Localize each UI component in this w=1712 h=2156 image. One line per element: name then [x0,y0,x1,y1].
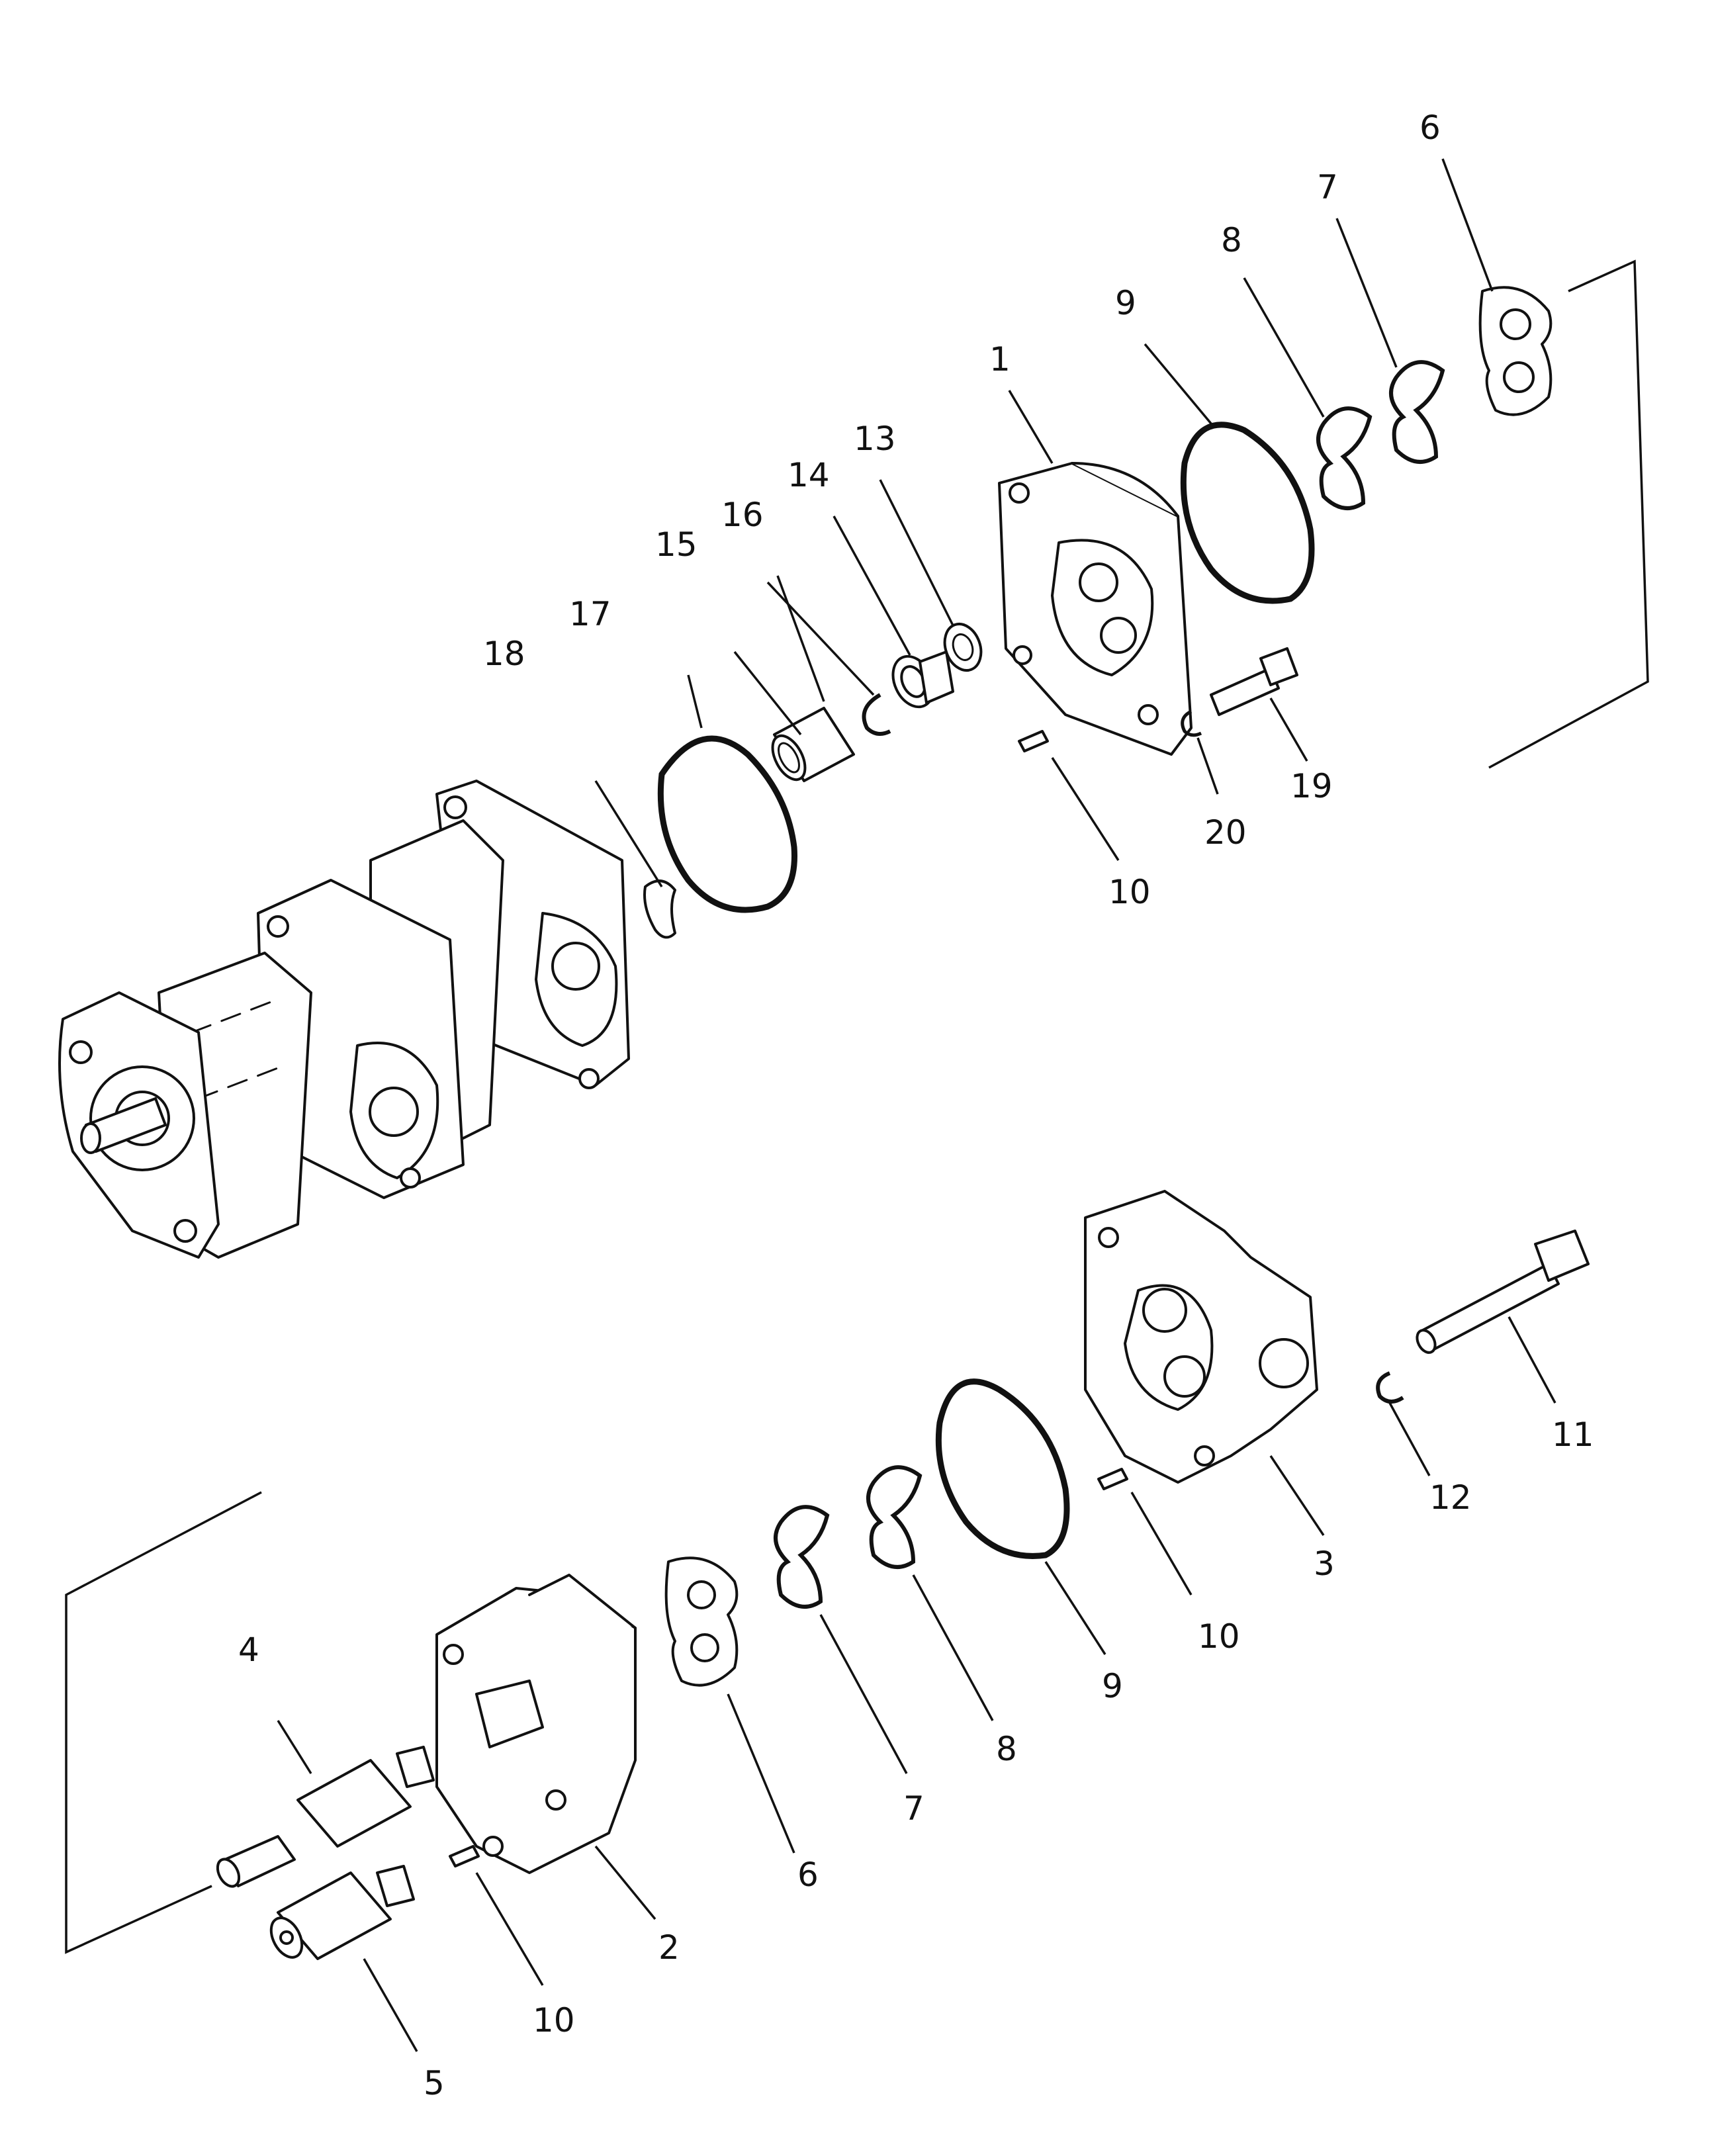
part-16-snap-ring [862,693,891,736]
label-part-7-bottom: 7 [903,1789,924,1828]
label-part-16: 16 [721,496,764,534]
label-part-4: 4 [238,1631,259,1669]
part-8-seal-bottom [866,1465,923,1569]
label-part-13: 13 [854,420,896,458]
part-4-drive-gear [216,1746,435,1888]
label-part-14: 14 [788,456,830,494]
label-part-8-bottom: 8 [996,1730,1017,1768]
part-20-snap-ring [1181,709,1202,737]
part-1-cover [998,462,1193,756]
assembly-bracket-top [1488,259,1649,769]
part-10-pin-bottom-right [1097,1468,1128,1490]
part-9-oring-bottom [935,1378,1070,1559]
part-6-plate-bottom [664,1556,739,1687]
part-5-driven-gear [269,1865,415,1960]
label-part-17: 17 [569,595,611,633]
part-11-bolt [1416,1230,1590,1354]
label-part-11: 11 [1552,1415,1594,1454]
leader-lines [277,158,1556,2052]
label-part-9-top: 9 [1115,284,1136,322]
part-labels: 1 2 3 4 5 6 6 7 7 8 8 9 9 10 10 10 11 12… [238,109,1594,2102]
part-19-bolt [1210,647,1298,716]
part-7-seal-bottom [774,1505,830,1609]
part-9-oring-top [1180,422,1315,604]
label-part-19: 19 [1290,767,1333,805]
part-10-pin-top [1018,730,1049,752]
label-part-1: 1 [989,340,1011,379]
label-part-8-top: 8 [1221,221,1242,259]
part-18-seal [643,879,676,939]
part-14-bearing [891,651,954,709]
part-10-pin-bottom-left [449,1845,480,1867]
label-part-6-top: 6 [1419,109,1441,147]
part-3-cover [1084,1190,1318,1484]
label-part-10-middle: 10 [1198,1617,1240,1656]
label-part-7-top: 7 [1317,168,1338,206]
part-8-seal-top [1316,406,1373,510]
label-part-6-bottom: 6 [797,1856,819,1894]
part-12-snap-ring [1376,1371,1404,1404]
label-part-18: 18 [483,635,525,673]
label-part-9-bottom: 9 [1102,1667,1123,1705]
label-part-10-top: 10 [1108,873,1151,911]
part-17-oring [657,735,797,913]
part-15-bushing [771,707,855,782]
pump-assembly [58,780,630,1259]
label-part-3: 3 [1314,1545,1335,1583]
label-part-5: 5 [424,2064,445,2102]
part-7-seal-top [1389,360,1445,464]
part-6-plate-top [1478,286,1553,416]
label-part-12: 12 [1429,1478,1472,1517]
part-2-body [435,1574,637,1874]
label-part-20: 20 [1204,813,1247,852]
label-part-2: 2 [658,1928,680,1967]
assembly-bracket-bottom [65,1491,262,1954]
label-part-10-bottom: 10 [533,2001,575,2040]
label-part-15: 15 [655,525,698,564]
part-13-washer [943,623,983,672]
